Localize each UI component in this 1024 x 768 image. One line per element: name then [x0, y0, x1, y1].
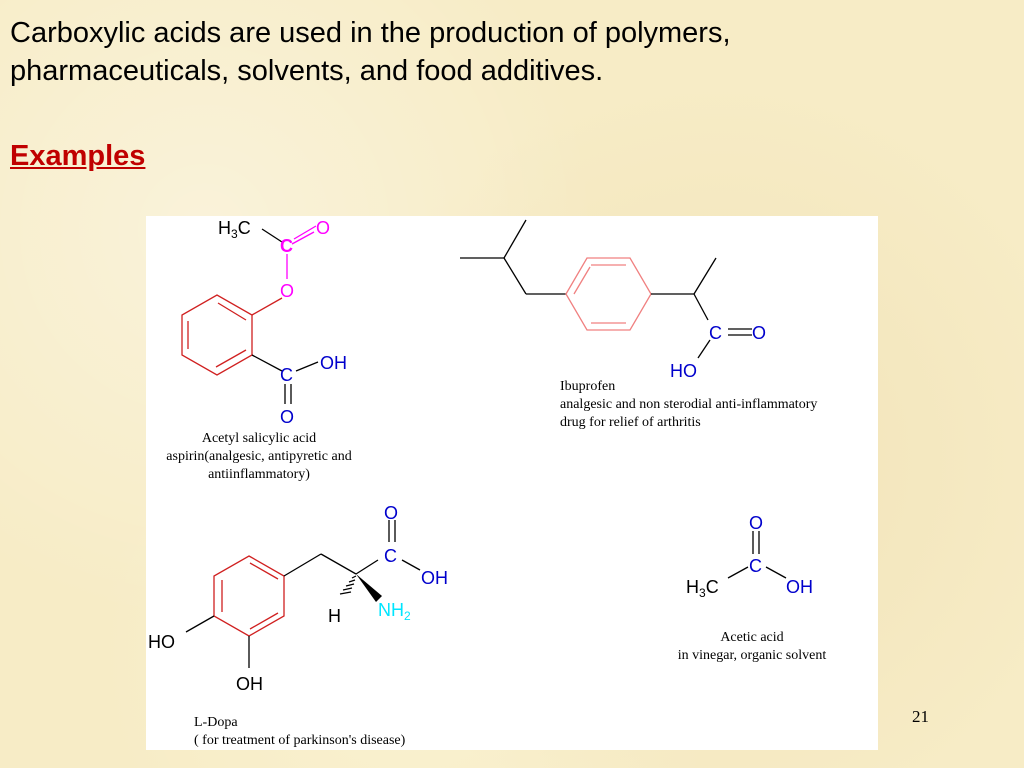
svg-text:H3C: H3C: [218, 218, 251, 241]
intro-text: Carboxylic acids are used in the product…: [10, 14, 1010, 90]
ldopa-carbonyl-o: O: [384, 503, 398, 523]
aspirin-carbonyl-o: O: [316, 218, 330, 238]
acetic-h-subscript: 3: [699, 586, 706, 600]
ldopa-h: H: [328, 606, 341, 626]
ldopa-caption-line-2: ( for treatment of parkinson's disease): [194, 733, 406, 748]
acetic-structure: O C H3C OH: [686, 513, 813, 600]
acetic-oh: OH: [786, 577, 813, 597]
svg-text:NH2: NH2: [378, 600, 411, 623]
aspirin-caption-line-3: antiinflammatory): [208, 467, 310, 482]
acetic-c: C: [749, 556, 762, 576]
ldopa-structure: O C OH H NH2 HO OH: [148, 503, 448, 694]
ldopa-carbonyl-c: C: [384, 546, 397, 566]
examples-heading: Examples: [10, 140, 146, 172]
ibuprofen-o: O: [752, 323, 766, 343]
ldopa-oh: OH: [421, 568, 448, 588]
acetic-caption: Acetic acid in vinegar, organic solvent: [646, 629, 858, 665]
ldopa-nh-subscript: 2: [404, 609, 411, 623]
page-number: 21: [912, 707, 929, 726]
ibuprofen-caption-line-1: Ibuprofen: [560, 379, 616, 394]
aspirin-h: H: [218, 218, 231, 238]
ibuprofen-ho: HO: [670, 361, 697, 381]
acetic-carbonyl-o: O: [749, 513, 763, 533]
aspirin-acid-o: O: [280, 407, 294, 427]
ibuprofen-caption-line-2: analgesic and non sterodial anti-inflamm…: [560, 397, 818, 412]
structures-figure: H3C C O O C OH O C O HO: [146, 216, 878, 750]
ibuprofen-caption-line-3: drug for relief of arthritis: [560, 415, 701, 430]
aspirin-caption-line-1: Acetyl salicylic acid: [201, 431, 317, 446]
intro-line-1: Carboxylic acids are used in the product…: [10, 17, 731, 49]
aspirin-oh: OH: [320, 353, 347, 373]
aspirin-methyl-c: C: [238, 218, 251, 238]
ldopa-oh-bottom: OH: [236, 674, 263, 694]
ldopa-ho: HO: [148, 632, 175, 652]
aspirin-h-subscript: 3: [231, 227, 238, 241]
aspirin-caption-line-2: aspirin(analgesic, antipyretic and: [166, 449, 352, 464]
intro-line-2: pharmaceuticals, solvents, and food addi…: [10, 55, 604, 87]
acetic-methyl-c: C: [706, 577, 719, 597]
ibuprofen-c: C: [709, 323, 722, 343]
ldopa-caption-line-1: L-Dopa: [194, 715, 238, 730]
aspirin-carbonyl-c: C: [280, 236, 293, 256]
acetic-caption-line-1: Acetic acid: [720, 630, 784, 645]
aspirin-structure: H3C C O O C OH O: [181, 218, 347, 427]
acetic-caption-line-2: in vinegar, organic solvent: [677, 648, 827, 663]
ibuprofen-structure: C O HO: [460, 219, 766, 381]
ibuprofen-caption: Ibuprofen analgesic and non sterodial an…: [560, 378, 817, 432]
aspirin-acid-c: C: [280, 365, 293, 385]
aspirin-ester-o: O: [280, 281, 294, 301]
aspirin-caption: Acetyl salicylic acid aspirin(analgesic,…: [146, 430, 372, 484]
ldopa-caption: L-Dopa ( for treatment of parkinson's di…: [194, 714, 405, 750]
structures-svg: H3C C O O C OH O C O HO: [148, 218, 813, 694]
svg-text:H3C: H3C: [686, 577, 719, 600]
ldopa-nh: NH: [378, 600, 404, 620]
acetic-h: H: [686, 577, 699, 597]
